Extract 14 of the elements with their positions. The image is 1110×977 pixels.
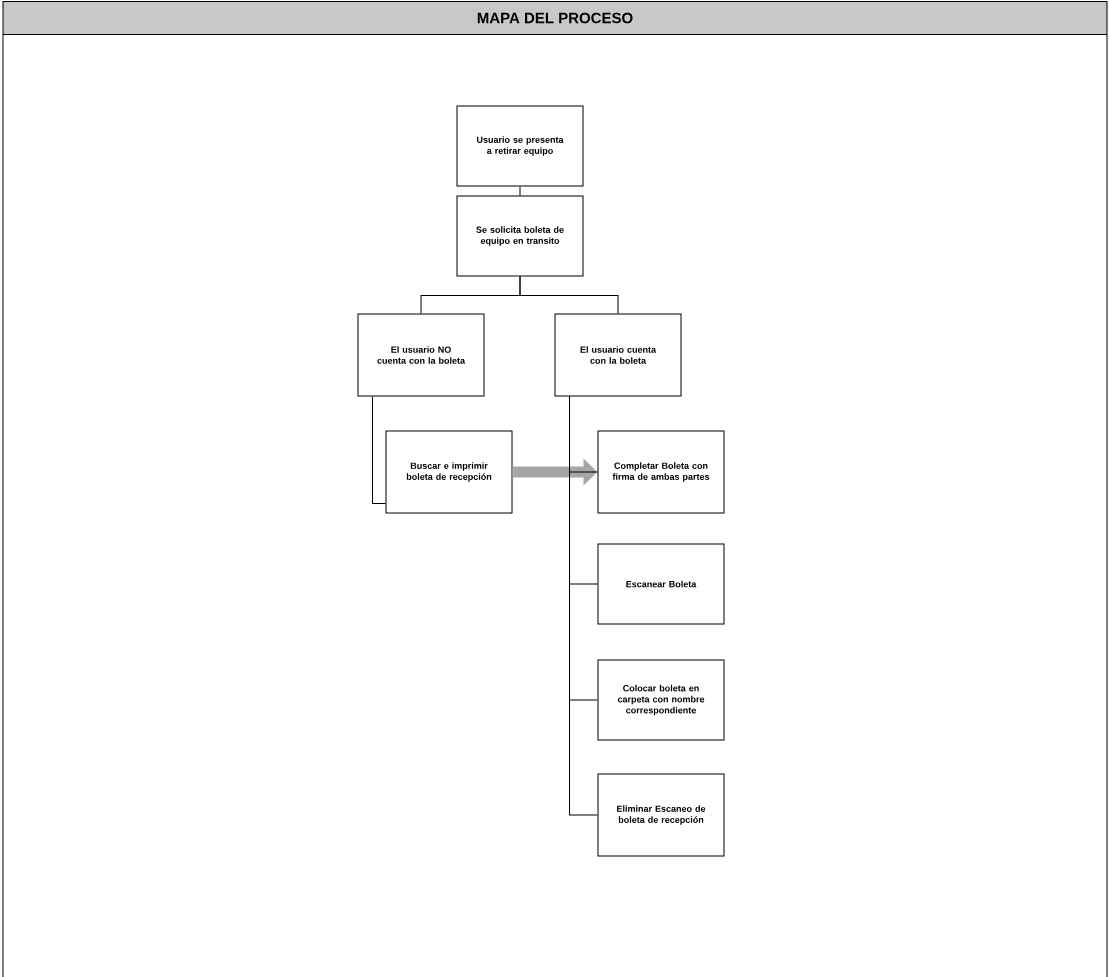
connector-line: [372, 396, 386, 504]
process-box: El usuario NO cuenta con la boleta: [357, 313, 485, 397]
process-box: Usuario se presenta a retirar equipo: [456, 105, 584, 187]
process-box: Eliminar Escaneo de boleta de recepción: [597, 773, 725, 857]
title-bar: MAPA DEL PROCESO: [2, 1, 1108, 35]
process-box: Escanear Boleta: [597, 543, 725, 625]
process-box: Completar Boleta con firma de ambas partes: [597, 430, 725, 514]
process-box: El usuario cuenta con la boleta: [554, 313, 682, 397]
process-box: Colocar boleta en carpeta con nombre correspondiente: [597, 659, 725, 741]
connector-line: [569, 396, 598, 816]
process-box: Buscar e imprimir boleta de recepción: [385, 430, 513, 514]
connector-line: [519, 186, 521, 196]
connector-line: [519, 276, 619, 314]
process-box: Se solicita boleta de equipo en transito: [456, 195, 584, 277]
